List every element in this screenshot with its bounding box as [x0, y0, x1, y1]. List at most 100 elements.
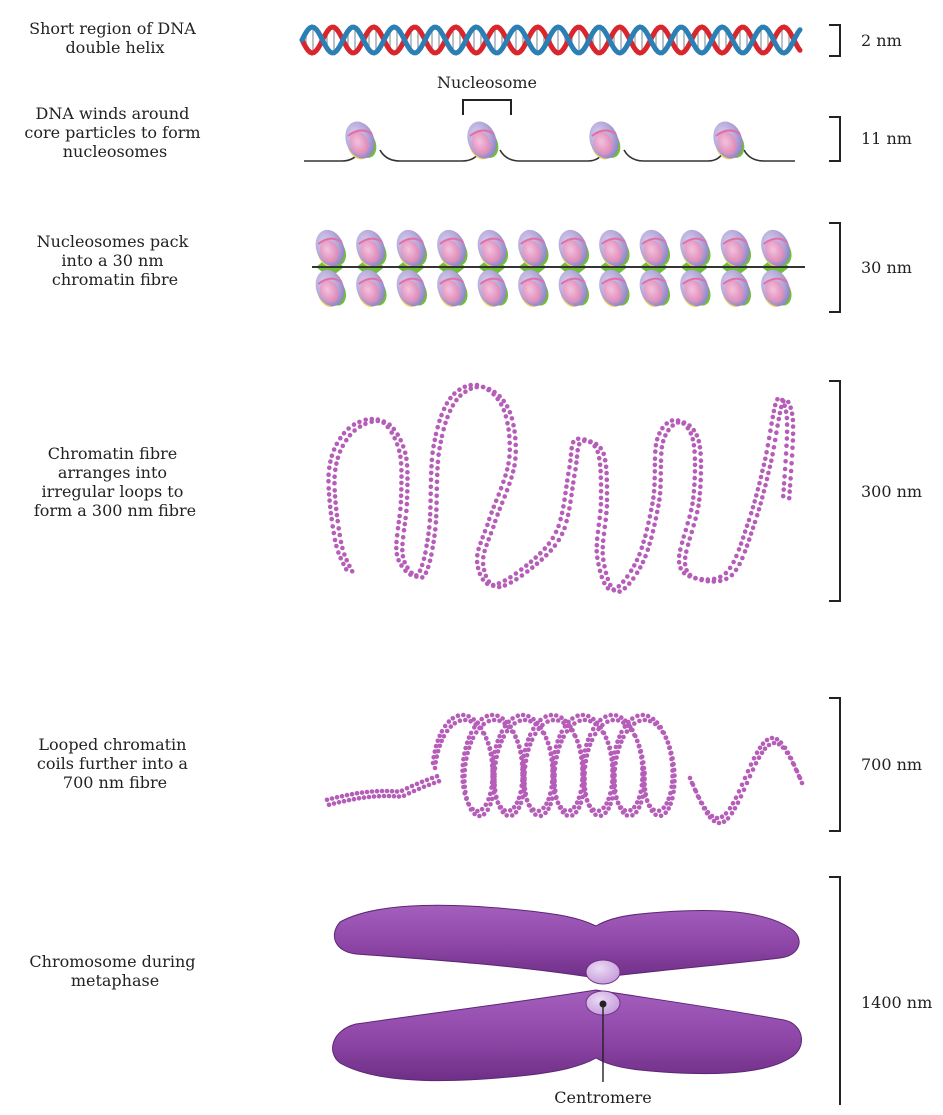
chromatin-bead — [480, 535, 485, 540]
chromatin-bead — [429, 485, 434, 490]
chromatin-bead — [484, 574, 489, 579]
chromatin-bead — [395, 442, 400, 447]
chromatin-bead — [403, 522, 408, 527]
chromatin-bead — [434, 494, 439, 499]
chromatin-bead — [556, 718, 561, 723]
chromatin-bead — [485, 714, 490, 719]
chromatin-bead — [543, 546, 548, 551]
chromatin-bead — [764, 450, 769, 455]
chromatin-bead — [616, 750, 621, 755]
chromatin-bead — [503, 583, 508, 588]
chromatin-30nm-fibre — [311, 226, 805, 310]
chromatin-bead — [474, 385, 479, 390]
chromatin-bead — [342, 431, 347, 436]
chromatin-bead — [526, 714, 531, 719]
chromatin-bead — [399, 474, 404, 479]
chromatin-bead — [492, 772, 497, 777]
chromatin-bead — [486, 741, 491, 746]
chromatin-bead — [392, 427, 397, 432]
chromatin-bead — [522, 770, 527, 775]
chromatin-bead — [327, 803, 332, 808]
chromatin-bead — [326, 472, 331, 477]
chromatin-bead — [342, 799, 347, 804]
chromatin-bead — [501, 480, 506, 485]
chromatin-bead — [654, 516, 659, 521]
chromatin-bead — [352, 428, 357, 433]
chromatin-bead — [565, 813, 570, 818]
chromatin-bead — [743, 529, 748, 534]
chromatin-bead — [497, 719, 502, 724]
chromatin-bead — [583, 787, 588, 792]
chromatin-bead — [537, 809, 542, 814]
chromatin-bead — [514, 450, 519, 455]
chromatin-bead — [724, 571, 729, 576]
chromatin-bead — [660, 730, 665, 735]
chromatin-bead — [605, 484, 610, 489]
chromatin-bead — [409, 571, 414, 576]
chromatin-bead — [586, 748, 591, 753]
chromatin-bead — [767, 436, 772, 441]
chromatin-bead — [790, 411, 795, 416]
chromatin-bead — [471, 736, 476, 741]
scale-label-2nm: 2 nm — [861, 31, 902, 50]
centromere-callout-label: Centromere — [554, 1088, 651, 1107]
chromatin-bead — [648, 514, 653, 519]
chromatin-bead — [655, 510, 660, 515]
chromatin-bead — [465, 751, 470, 756]
chromatin-bead — [604, 465, 609, 470]
chromatin-bead — [658, 484, 663, 489]
chromatin-bead — [334, 507, 339, 512]
chromatin-bead — [434, 432, 439, 437]
chromatin-bead — [461, 713, 466, 718]
chromatin-bead — [350, 792, 355, 797]
chromatin-bead — [498, 507, 503, 512]
chromatin-bead — [510, 716, 515, 721]
chromatin-bead — [397, 520, 402, 525]
chromatin-bead — [503, 473, 508, 478]
chromatin-bead — [561, 720, 566, 725]
chromatin-bead — [648, 719, 653, 724]
nucleosome — [351, 226, 390, 270]
chromatin-bead — [431, 540, 436, 545]
nucleosome — [716, 266, 755, 310]
chromatin-bead — [617, 584, 622, 589]
chromatin-bead — [487, 719, 492, 724]
chromatin-bead — [347, 798, 352, 803]
chromatin-bead — [554, 530, 559, 535]
chromatin-bead — [486, 537, 491, 542]
chromatin-bead — [649, 535, 654, 540]
chromatin-bead — [394, 546, 399, 551]
chromatin-bead — [696, 794, 701, 799]
chromatin-bead — [743, 549, 748, 554]
chromatin-bead — [501, 399, 506, 404]
chromatin-bead — [646, 714, 651, 719]
chromatin-bead — [791, 424, 796, 429]
dna-double-helix — [302, 27, 800, 53]
chromatin-bead — [550, 796, 555, 801]
chromatin-bead — [635, 570, 640, 575]
chromatin-bead — [625, 729, 630, 734]
chromatin-bead — [699, 471, 704, 476]
chromatin-bead — [569, 493, 574, 498]
chromatin-bead — [429, 478, 434, 483]
chromatin-bead — [685, 521, 690, 526]
chromatin-bead — [598, 569, 603, 574]
chromatin-bead — [463, 768, 468, 773]
chromatin-bead — [395, 533, 400, 538]
chromatin-bead — [789, 461, 794, 466]
chromatin-bead — [753, 520, 758, 525]
chromatin-bead — [652, 476, 657, 481]
chromatin-bead — [577, 805, 582, 810]
chromatin-bead — [653, 722, 658, 727]
chromatin-bead — [399, 481, 404, 486]
chromatin-bead — [567, 506, 572, 511]
chromatin-bead — [507, 434, 512, 439]
chromatin-bead — [692, 482, 697, 487]
chromatin-bead — [463, 385, 468, 390]
chromatin-bead — [530, 565, 535, 570]
chromatin-bead — [403, 516, 408, 521]
nucleosome — [635, 226, 674, 270]
chromatin-bead — [433, 760, 438, 765]
chromatin-bead — [523, 787, 528, 792]
chromatin-bead — [610, 796, 615, 801]
